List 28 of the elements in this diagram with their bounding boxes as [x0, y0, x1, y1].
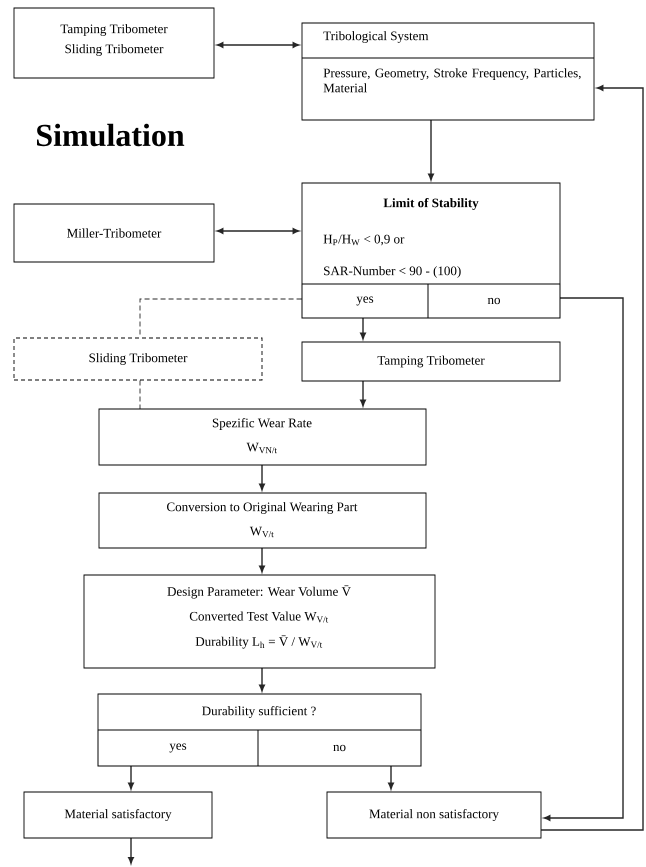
tribometer-box: Tamping Tribometer Sliding Tribometer: [14, 8, 214, 78]
result-box: Material satisfactory: [24, 792, 212, 838]
arrow: [428, 120, 434, 180]
process-box: Conversion to Original Wearing Part W$_{V/t}$: [98, 492, 426, 548]
process-box: Spezific Wear Rate W$_{VN/t}$: [98, 408, 426, 466]
system-box: Tribological System Pressure, Geometry, Stroke Frequency, Particles, Material: [302, 22, 594, 120]
answer-cell: no: [428, 284, 560, 318]
tribometer-box: Miller-Tribometer: [14, 204, 214, 262]
arrow: [216, 228, 300, 234]
arrow: [388, 766, 394, 790]
title: Simulation: [37, 124, 184, 146]
process-box: Tamping Tribometer: [302, 342, 560, 382]
answer-cell: yes: [302, 284, 428, 318]
answer-cell: no: [258, 730, 422, 766]
arrow: [259, 548, 265, 572]
arrow: [259, 668, 265, 692]
result-box: Material non satisfactory: [326, 792, 542, 838]
arrow: [360, 318, 366, 340]
arrow: [544, 297, 624, 821]
arrow: [128, 766, 134, 790]
arrow: [360, 381, 366, 406]
dashed-box: Sliding Tribometer: [14, 338, 262, 380]
arrow: [216, 42, 300, 48]
arrow: [541, 85, 644, 831]
arrow: [128, 838, 134, 864]
process-box: Design Parameter: Wear Volume V̄ Converted Test Value W$_{V/t}$ Durability L$_{h}$ = V̄ / W$_{V/t}$: [84, 574, 436, 668]
answer-cell: yes: [98, 730, 258, 766]
arrow: [259, 465, 265, 490]
